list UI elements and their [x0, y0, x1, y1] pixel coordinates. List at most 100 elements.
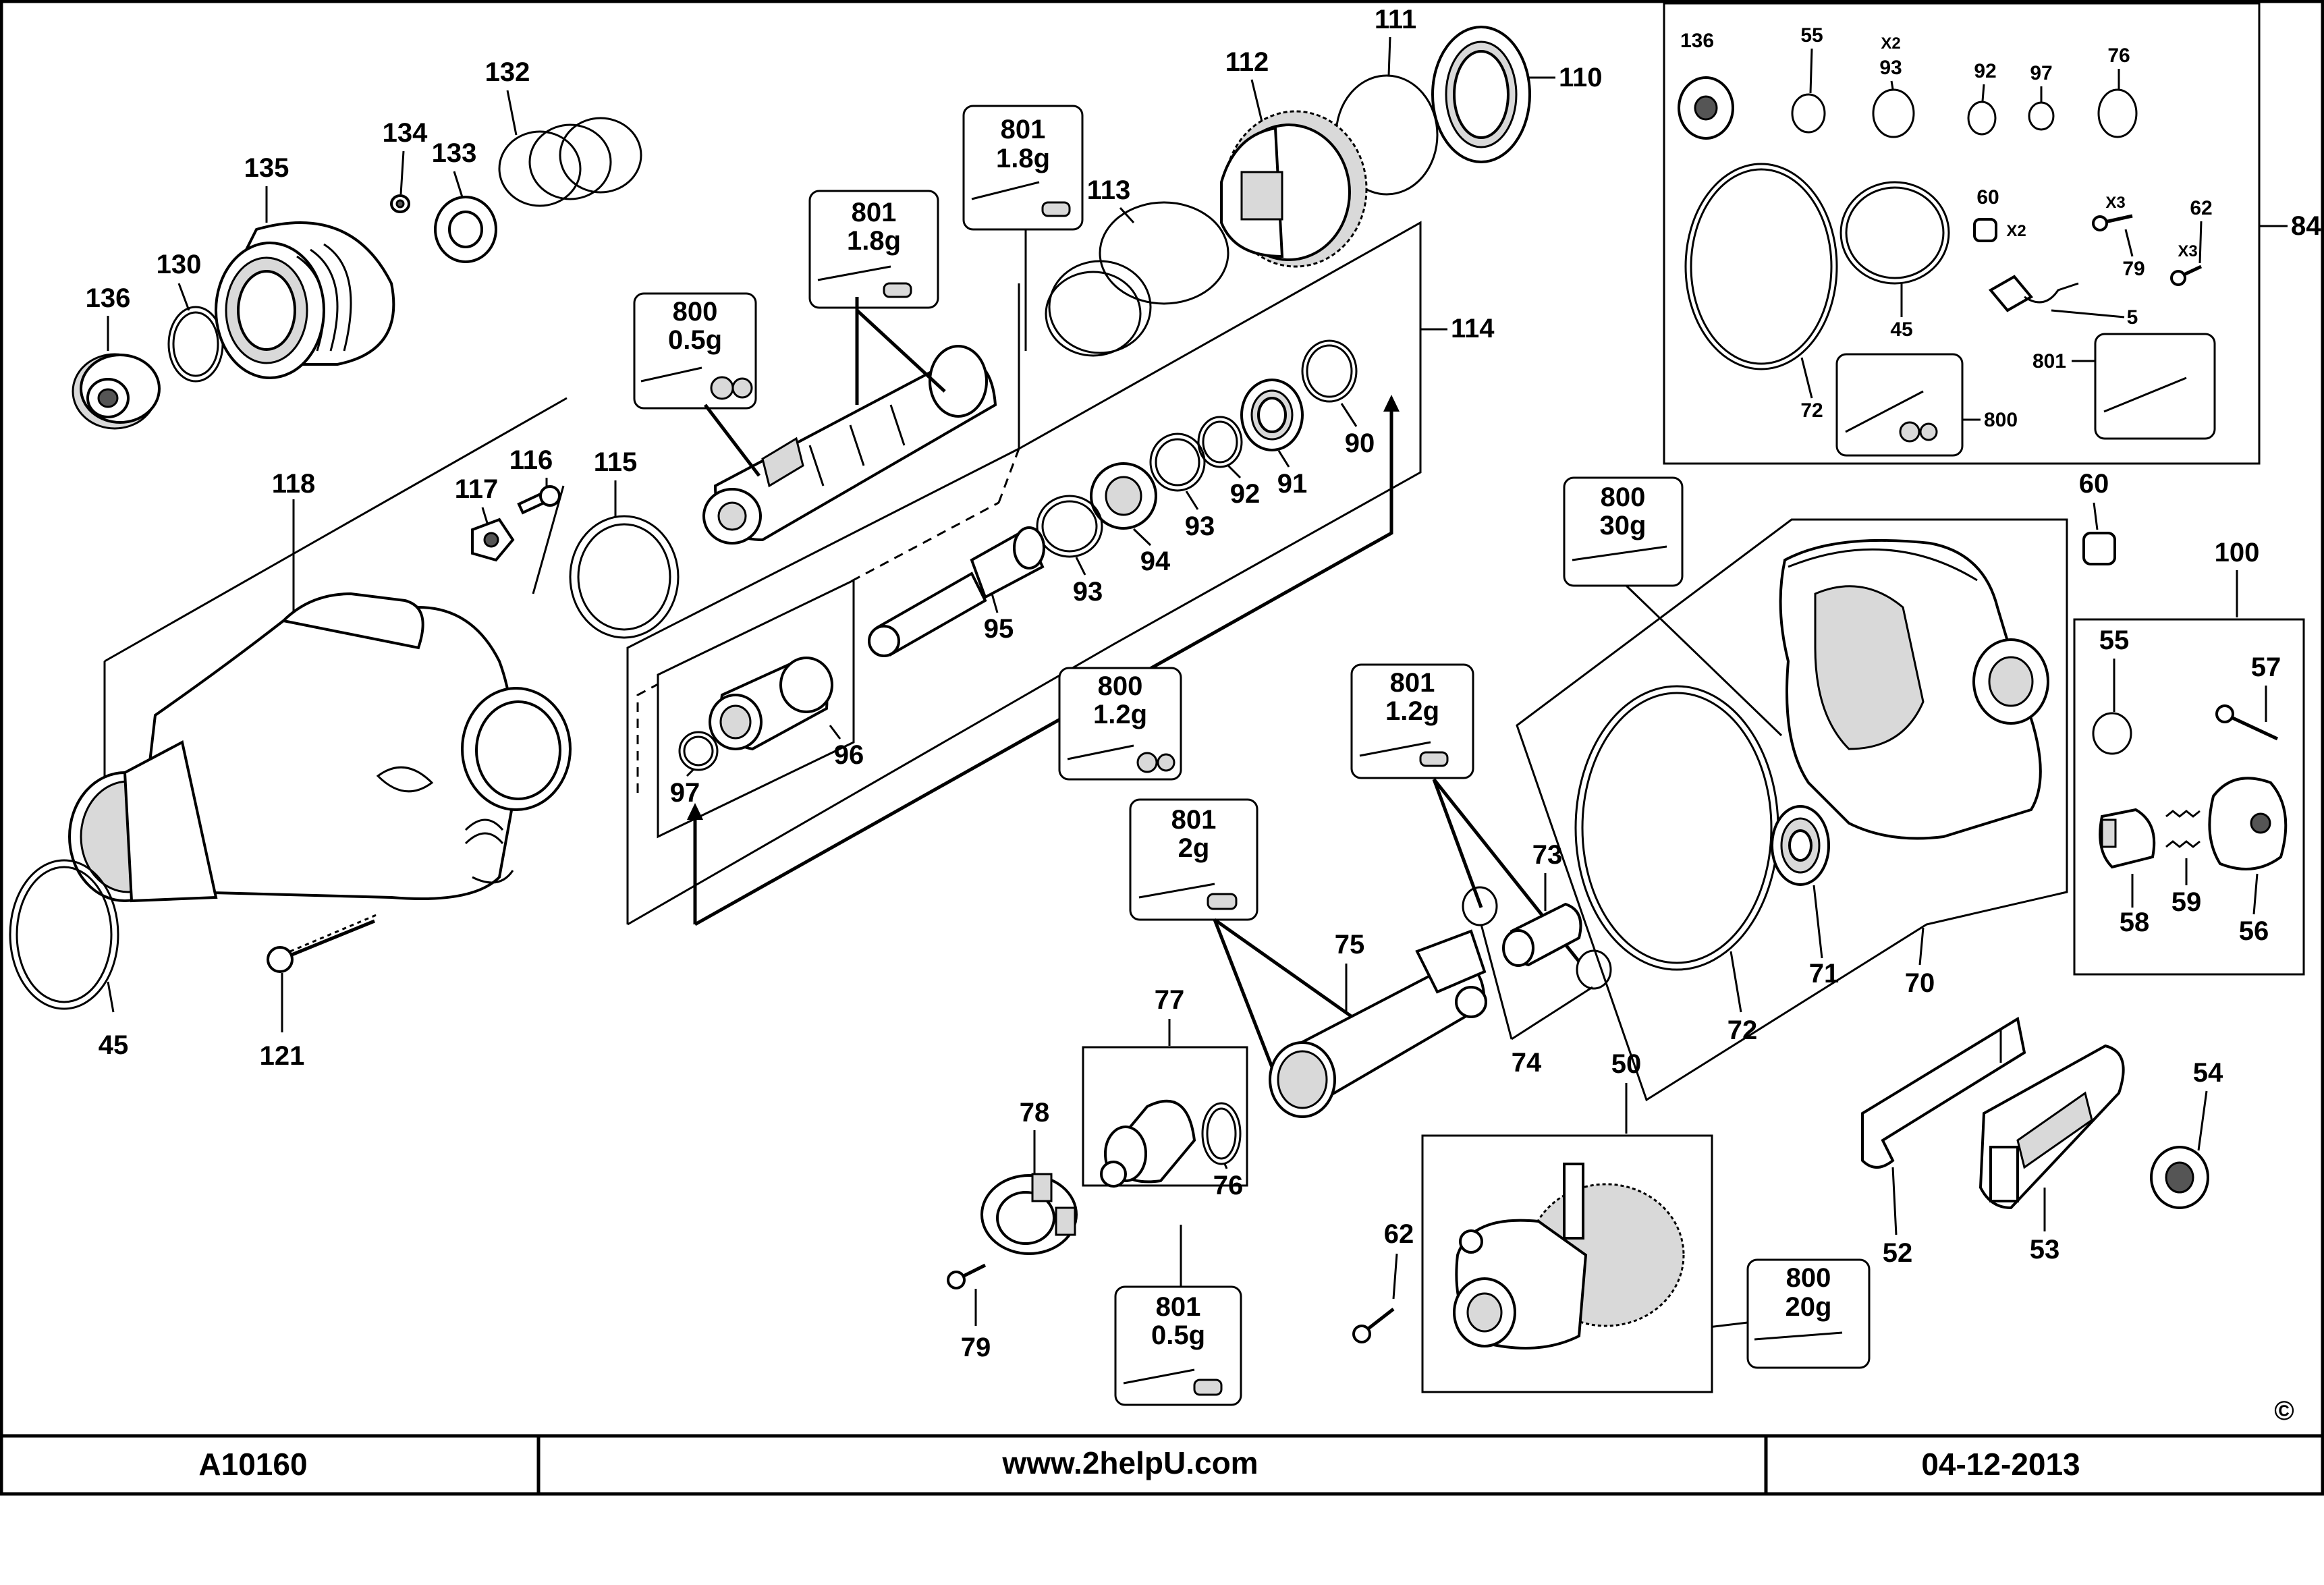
callout-60: 60	[2079, 469, 2109, 499]
part-75-cylinder	[1269, 929, 1487, 1118]
lube-pack-pk8: 801 0.5g	[1114, 1285, 1242, 1406]
website-link[interactable]: www.2helpU.com	[1001, 1445, 1258, 1480]
lube-pack-pk5: 800 1.2g	[1058, 667, 1182, 781]
svg-text:136: 136	[1680, 30, 1714, 52]
callout-100: 100	[2215, 538, 2260, 567]
leader-pk4	[1625, 584, 1783, 737]
callout-54: 54	[2193, 1058, 2223, 1088]
svg-text:800: 800	[1786, 1263, 1831, 1293]
callout-53: 53	[2030, 1235, 2060, 1264]
callout-78: 78	[1020, 1098, 1050, 1128]
callout-846: 846	[2291, 211, 2324, 241]
svg-text:800: 800	[1984, 409, 2018, 431]
svg-text:0.5g: 0.5g	[668, 325, 722, 355]
callout-95: 95	[984, 614, 1014, 644]
lube-pack-pk3: 800 0.5g	[633, 292, 757, 410]
kit-item-79: X3 79	[2092, 194, 2145, 280]
svg-text:2g: 2g	[1178, 833, 1210, 863]
part-79-screw	[947, 1263, 987, 1289]
part-93-ring-lower	[1036, 495, 1103, 558]
kit-item-76: 76	[2097, 45, 2138, 138]
kit-item-5: 5	[1988, 275, 2138, 329]
part-52-bracket	[1861, 1016, 2026, 1169]
callout-111: 111	[1375, 5, 1416, 34]
svg-text:801: 801	[852, 198, 897, 227]
part-92-ring	[1197, 416, 1243, 468]
copyright-symbol: ©	[2274, 1396, 2294, 1426]
kit-item-136: 136	[1678, 30, 1734, 140]
svg-text:1.2g: 1.2g	[1093, 700, 1147, 729]
callout-132: 132	[485, 57, 530, 87]
svg-text:801: 801	[1390, 668, 1435, 698]
kit-item-92: 92	[1967, 60, 1997, 136]
part-piston-cylinder	[702, 345, 997, 545]
part-97-ring	[678, 731, 719, 771]
callout-71: 71	[1809, 959, 1839, 989]
leader-114-118	[532, 485, 565, 594]
part-95-striker	[868, 526, 1045, 657]
lube-pack-pk6: 801 1.2g	[1350, 663, 1474, 779]
part-78-clamp	[980, 1173, 1078, 1255]
svg-text:1.2g: 1.2g	[1385, 696, 1439, 726]
kit-item-800: 800	[1835, 353, 2018, 457]
callout-121: 121	[260, 1041, 305, 1071]
part-93-ring	[1149, 433, 1206, 492]
part-54-cap	[2150, 1146, 2209, 1209]
callout-96: 96	[834, 740, 864, 770]
callout-79: 79	[961, 1333, 991, 1362]
part-133-washer	[434, 196, 497, 263]
callout-112: 112	[1225, 47, 1269, 77]
callout-93-lower: 93	[1073, 577, 1103, 607]
leader-pk7-b	[1213, 918, 1361, 1024]
callout-136: 136	[86, 283, 131, 313]
svg-text:97: 97	[2030, 62, 2052, 84]
part-57-screw	[2215, 704, 2279, 741]
drawing-frame	[0, 0, 2324, 1496]
callout-118: 118	[272, 469, 316, 499]
svg-text:0.5g: 0.5g	[1151, 1320, 1205, 1350]
callout-115: 115	[594, 447, 638, 477]
svg-text:93: 93	[1879, 57, 1902, 79]
callout-135: 135	[244, 153, 289, 183]
part-130-circlip	[167, 306, 224, 383]
svg-text:801: 801	[1001, 115, 1046, 144]
part-135-spindle	[215, 221, 395, 379]
callout-72: 72	[1727, 1016, 1758, 1045]
kit-item-45: 45	[1839, 181, 1950, 341]
callout-134: 134	[383, 118, 428, 148]
svg-text:801: 801	[1156, 1292, 1201, 1322]
callout-133: 133	[432, 138, 477, 168]
kit-item-55: 55	[1791, 24, 1826, 134]
callout-57: 57	[2251, 652, 2281, 682]
leader-arrows-96	[687, 395, 1400, 926]
part-113-rings	[1045, 201, 1229, 357]
part-58-lever	[2099, 808, 2156, 869]
svg-text:1.8g: 1.8g	[996, 144, 1050, 173]
part-73-pin	[1502, 902, 1582, 967]
kit-item-801: 801	[2032, 333, 2216, 440]
svg-text:X2: X2	[1881, 34, 1900, 53]
svg-text:20g: 20g	[1786, 1292, 1832, 1322]
drawing-date: 04-12-2013	[1921, 1447, 2080, 1482]
part-59-springs	[2165, 810, 2201, 848]
callout-45: 45	[99, 1030, 129, 1060]
kit-item-97: 97	[2028, 62, 2055, 131]
callout-70: 70	[1905, 968, 1935, 998]
part-53-switch	[1979, 1044, 2125, 1210]
callout-91: 91	[1277, 469, 1308, 499]
callout-50: 50	[1611, 1049, 1642, 1079]
kit-item-93: X2 93	[1872, 34, 1915, 138]
svg-text:30g: 30g	[1600, 511, 1647, 540]
kit-item-72: 72	[1684, 163, 1838, 422]
lube-pack-pk9: 800 20g	[1746, 1258, 1871, 1369]
leader-pk2-b	[856, 309, 946, 393]
callout-52: 52	[1883, 1238, 1913, 1268]
callout-94: 94	[1140, 547, 1171, 576]
part-60-damper	[2082, 532, 2116, 565]
part-56-knob	[2208, 777, 2288, 870]
callout-97: 97	[670, 778, 700, 808]
svg-text:55: 55	[1800, 24, 1823, 47]
leader-74-b	[1511, 986, 1593, 1040]
callout-56: 56	[2239, 916, 2269, 946]
callout-59: 59	[2171, 887, 2202, 917]
